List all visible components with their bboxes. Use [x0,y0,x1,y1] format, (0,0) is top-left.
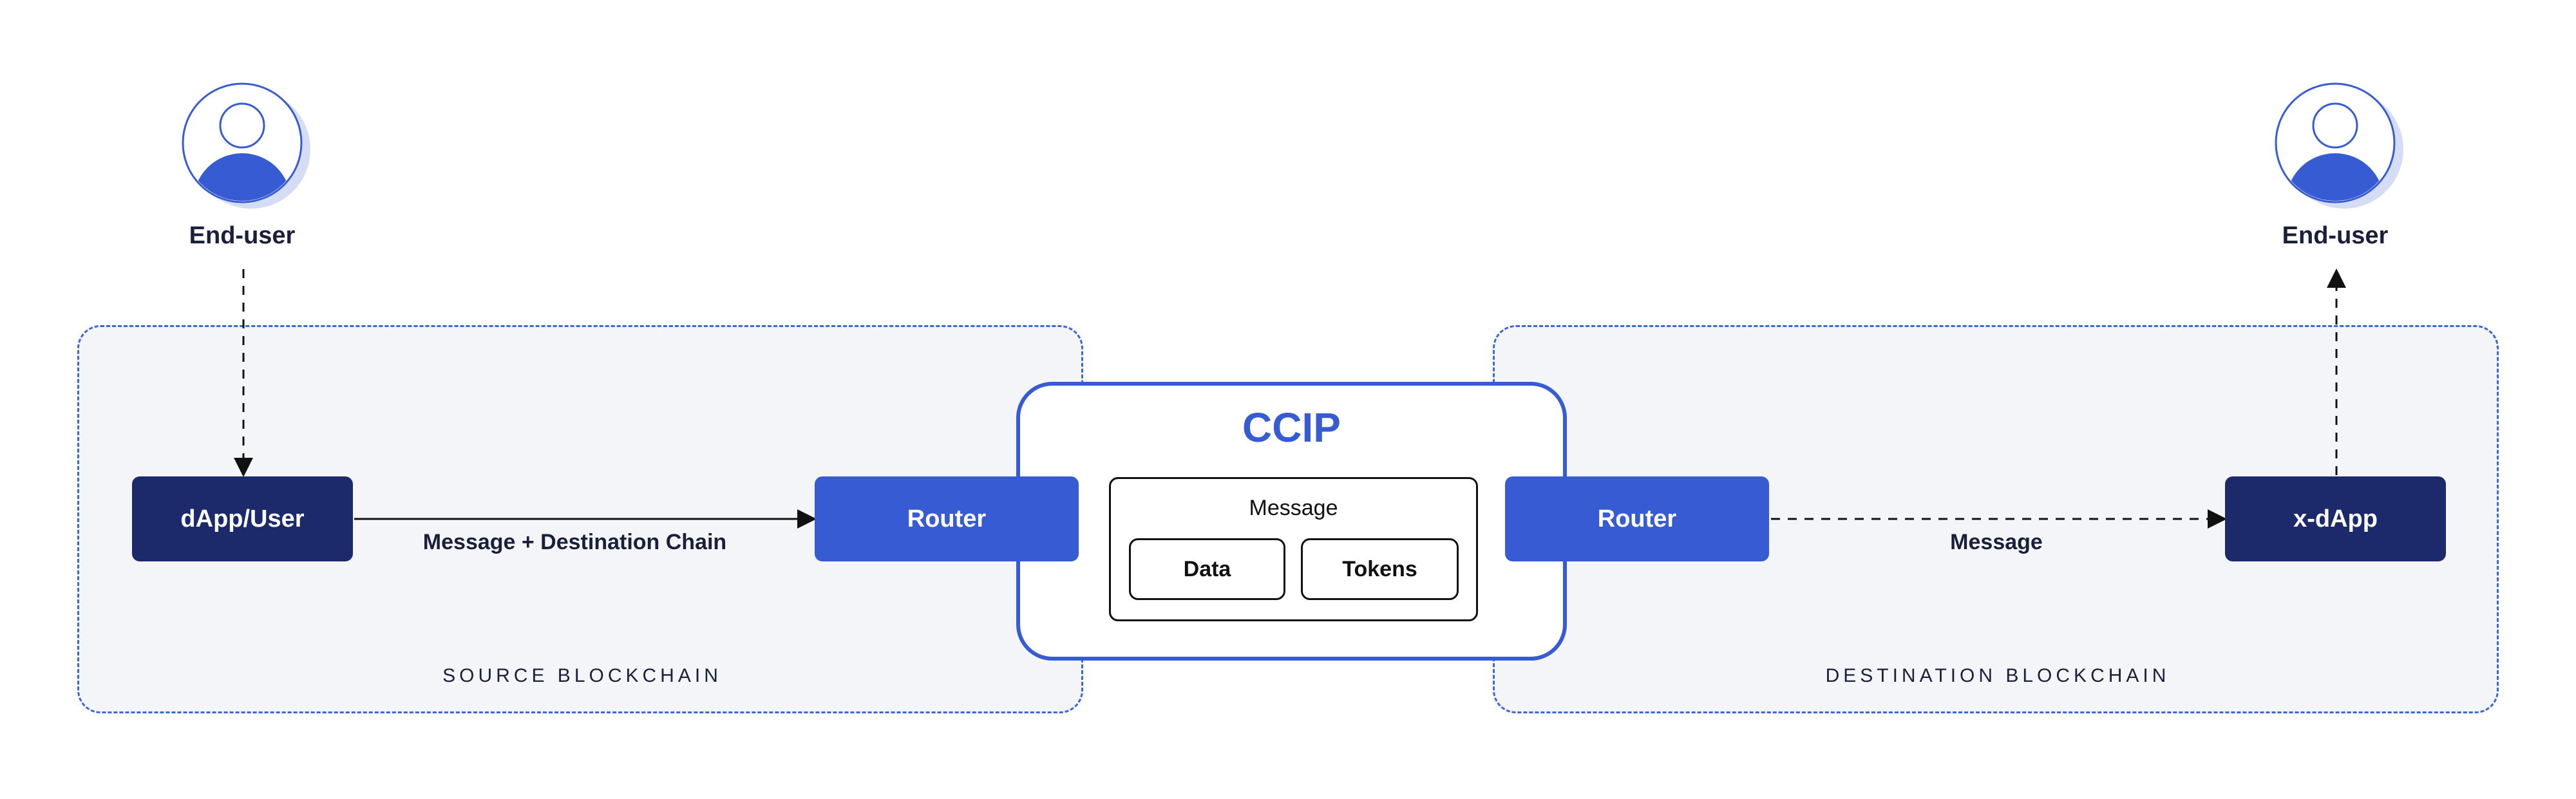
user-avatar-icon [2275,82,2403,209]
source-blockchain-label: SOURCE BLOCKCHAIN [442,665,722,686]
x-dapp-label: x-dApp [2293,505,2378,532]
source-router-node: Router [815,476,1079,561]
destination-router-label: Router [1597,505,1677,532]
dapp-user-node: dApp/User [132,476,353,561]
source-router-label: Router [907,505,987,532]
tokens-label: Tokens [1342,556,1417,581]
destination-end-user-label: End-user [2282,222,2389,249]
source-end-user-label: End-user [189,222,296,249]
ccip-node: CCIP Message Data Tokens [1016,382,1567,661]
x-dapp-node: x-dApp [2225,476,2446,561]
data-label: Data [1183,556,1231,581]
message-edge-label: Message [1950,530,2043,554]
destination-router-node: Router [1505,476,1769,561]
destination-blockchain-label: DESTINATION BLOCKCHAIN [1825,665,2170,686]
message-destination-chain-label: Message + Destination Chain [422,530,727,554]
data-node: Data [1129,538,1285,600]
tokens-node: Tokens [1301,538,1459,600]
message-container: Message Data Tokens [1109,477,1478,621]
ccip-title: CCIP [1242,404,1341,451]
user-avatar-icon [182,82,310,209]
dapp-user-label: dApp/User [180,505,305,532]
message-label: Message [1249,496,1338,520]
